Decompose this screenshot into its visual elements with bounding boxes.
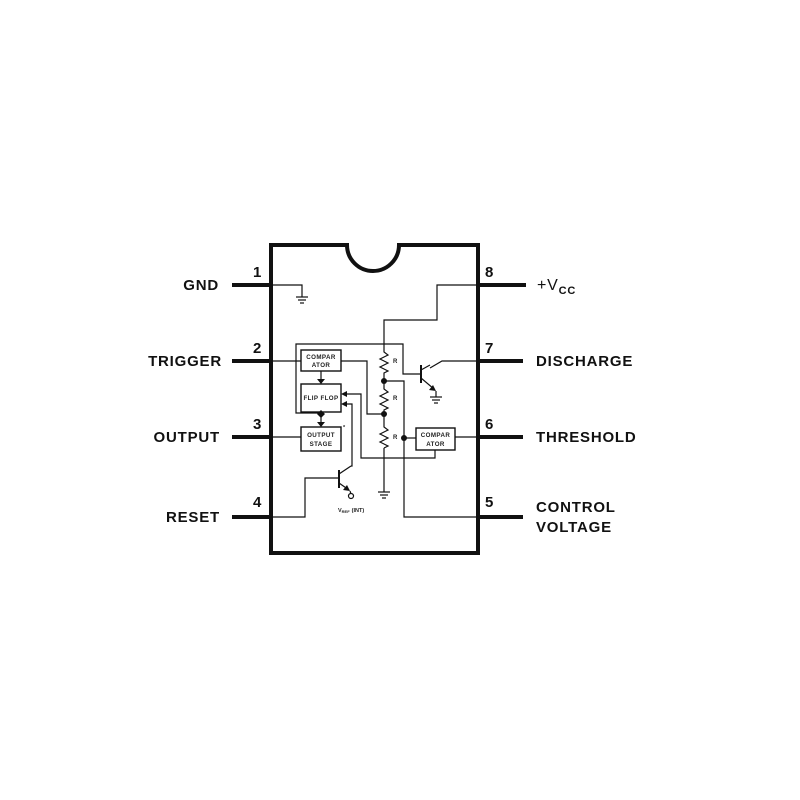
asterisk-mark: *	[343, 425, 346, 431]
flip-flop-block: FLIP FLOP	[300, 383, 342, 413]
comparator-threshold-line2: ATOR	[426, 441, 445, 448]
pin-6-label: THRESHOLD	[536, 429, 637, 446]
arrow-down-icon	[317, 379, 325, 384]
arrow-left-icon	[341, 391, 347, 397]
pin-1-number: 1	[253, 264, 261, 281]
resistor-2-label: R	[393, 396, 398, 402]
pin-4-number: 4	[253, 494, 262, 511]
ground-icon	[378, 491, 390, 499]
pin-5-label-line1: CONTROL	[536, 499, 616, 516]
discharge-transistor	[420, 364, 437, 397]
resistor-3	[378, 425, 390, 449]
pin-7: 7 DISCHARGE	[478, 340, 633, 370]
arrow-left-icon	[341, 401, 347, 407]
pin-3: 3 OUTPUT	[154, 416, 271, 446]
emitter-arrow-icon	[343, 485, 350, 491]
comparator-threshold-block: COMPAR ATOR	[415, 427, 456, 451]
output-stage-line1: OUTPUT	[307, 432, 335, 439]
pin-5-label-line2: VOLTAGE	[536, 519, 612, 536]
control-voltage-wire	[384, 380, 478, 518]
junction-dot	[401, 435, 407, 441]
resistor-divider: R R R	[378, 350, 407, 449]
pin-2: 2 TRIGGER	[148, 340, 271, 370]
pin-6: 6 THRESHOLD	[478, 416, 637, 446]
comparator-trigger-block: COMPAR ATOR	[300, 349, 342, 372]
arrow-down-icon	[317, 422, 325, 427]
diamond-junction-icon	[317, 410, 325, 418]
comparator2-out-wire	[346, 393, 436, 459]
pin-6-number: 6	[485, 416, 493, 433]
resistor-3-label: R	[393, 435, 398, 441]
reset-transistor: VREF(INT)	[338, 465, 364, 514]
vcc-label: +V	[537, 277, 559, 294]
vcc-subscript: CC	[559, 285, 577, 297]
flip-flop-label: FLIP FLOP	[303, 395, 338, 402]
pin-3-label: OUTPUT	[154, 429, 220, 446]
vref-label: VREF(INT)	[338, 508, 364, 514]
pin-2-label: TRIGGER	[148, 353, 222, 370]
discharge-collector-wire	[429, 360, 478, 369]
package-outline	[269, 243, 480, 555]
junction-dot	[381, 378, 387, 384]
gnd-wire	[271, 284, 303, 297]
comparator-trigger-line1: COMPAR	[306, 354, 336, 361]
comparator-trigger-line2: ATOR	[312, 362, 331, 369]
pin-4-label: RESET	[166, 509, 220, 526]
output-stage-line2: STAGE	[310, 441, 333, 448]
pin-5: 5 CONTROL VOLTAGE	[478, 494, 616, 536]
comparator-threshold-line1: COMPAR	[421, 432, 451, 439]
pin-7-label: DISCHARGE	[536, 353, 633, 370]
pin-7-number: 7	[485, 340, 493, 357]
transistor-collector	[338, 465, 352, 475]
pin-5-number: 5	[485, 494, 493, 511]
ground-icon	[430, 396, 442, 404]
resistor-1-label: R	[393, 359, 398, 365]
pin-1-label: GND	[183, 277, 219, 294]
pin-3-number: 3	[253, 416, 261, 433]
reset-wire	[271, 477, 339, 518]
vref-terminal-icon	[347, 492, 355, 500]
junction-dot	[381, 411, 387, 417]
emitter-arrow-icon	[429, 385, 436, 391]
ground-icon	[296, 296, 308, 304]
transistor-collector	[420, 364, 431, 371]
pin-1: 1 GND	[183, 264, 271, 294]
discharge-drive-wire	[295, 343, 421, 414]
comparator1-ref-wire	[341, 360, 384, 415]
resistor-2	[378, 387, 390, 425]
pin-2-number: 2	[253, 340, 261, 357]
vcc-wire	[383, 284, 478, 350]
output-stage-block: OUTPUT STAGE	[300, 426, 342, 452]
pin-8-number: 8	[485, 264, 493, 281]
reset-ff-wire	[346, 403, 353, 467]
pin-8-label: +VCC	[537, 277, 576, 297]
internal-wiring	[271, 284, 478, 518]
pin-8: 8 +VCC	[478, 264, 576, 297]
pin-4: 4 RESET	[166, 494, 271, 526]
resistor-1	[378, 350, 390, 387]
